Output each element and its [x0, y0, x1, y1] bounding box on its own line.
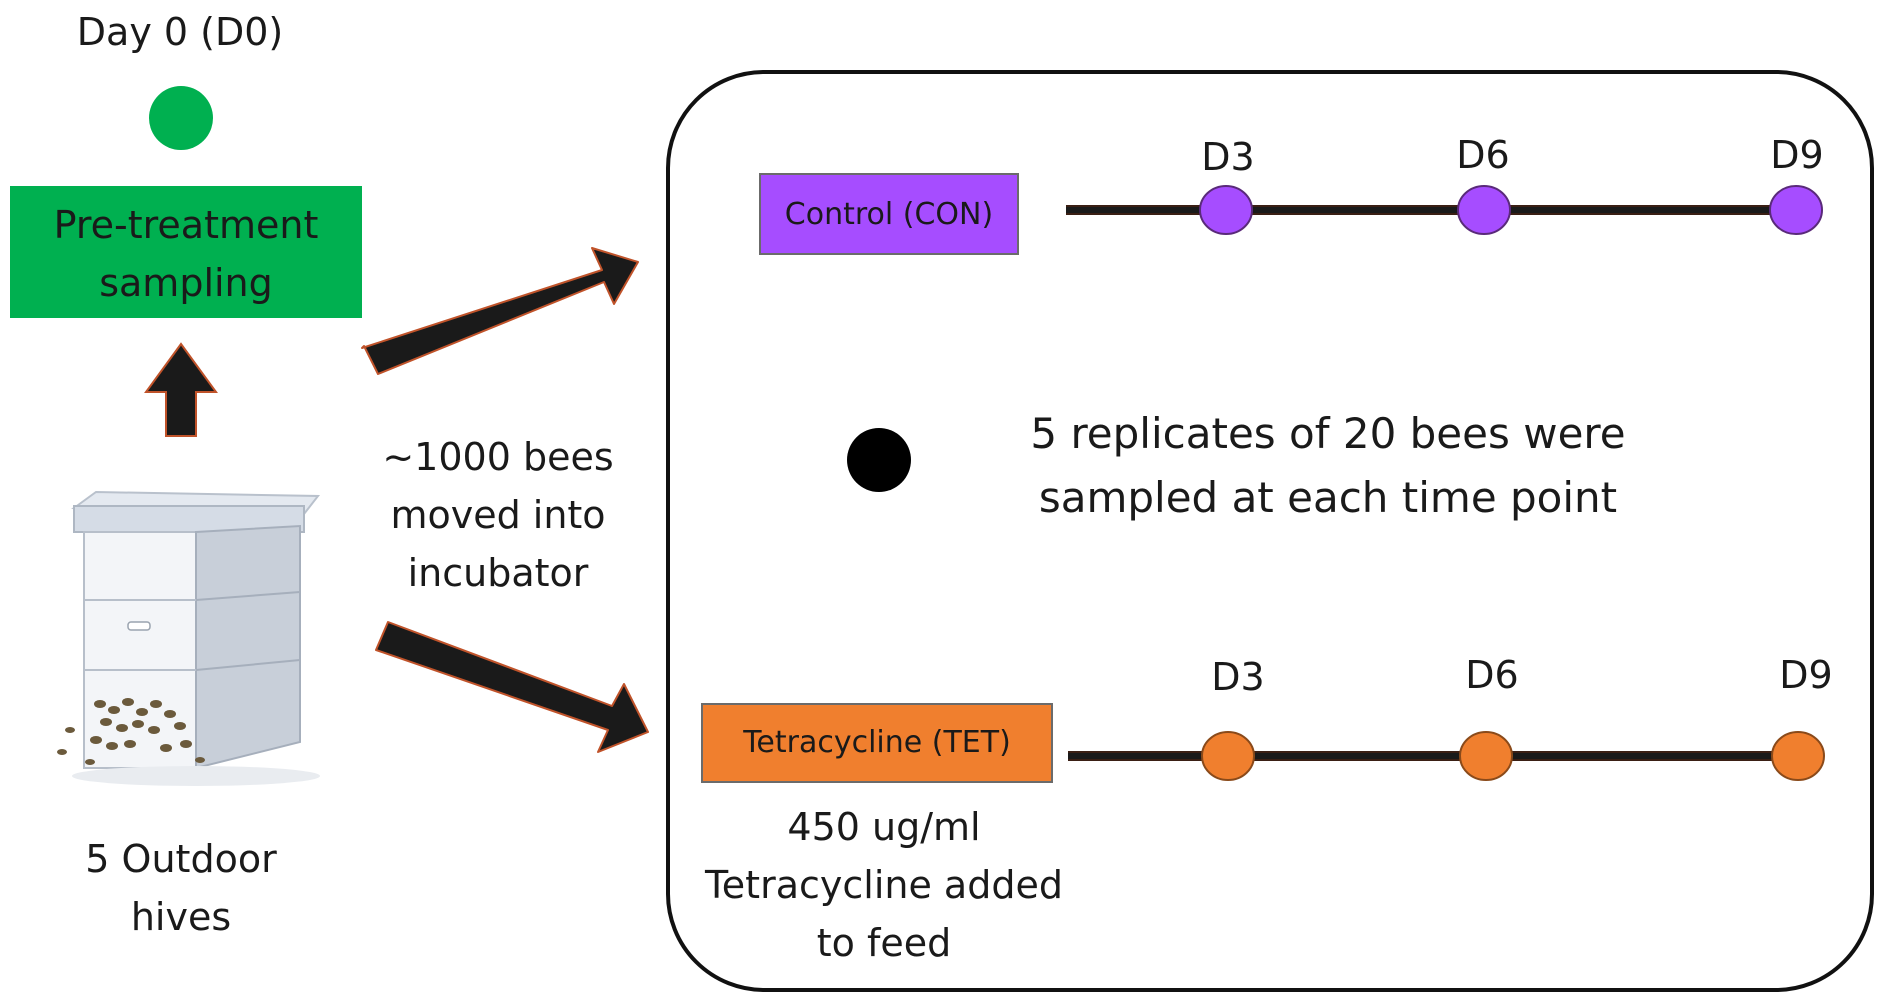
transfer-label-line2: moved into	[390, 493, 605, 537]
pretreatment-box: Pre-treatment sampling	[10, 186, 362, 318]
hives-label-line1: 5 Outdoor	[85, 837, 277, 881]
hives-label-line2: hives	[131, 895, 231, 939]
control-timepoint-d3-label: D3	[1201, 135, 1254, 179]
replicates-line2: sampled at each time point	[1039, 473, 1617, 522]
arrow-to-control	[361, 247, 639, 375]
pretreatment-label-line1: Pre-treatment	[54, 203, 319, 247]
transfer-label-line1: ~1000 bees	[382, 435, 613, 479]
bullet-dot	[847, 428, 911, 492]
control-timeline: D3 D6 D9	[1066, 133, 1824, 235]
control-label: Control (CON)	[785, 197, 993, 232]
control-box: Control (CON)	[759, 173, 1019, 255]
treatment-label: Tetracycline (TET)	[742, 725, 1011, 760]
treatment-box: Tetracycline (TET)	[701, 703, 1053, 783]
treatment-timepoint-d9-marker	[1771, 731, 1825, 781]
arrow-to-treatment	[375, 621, 649, 753]
beehive-illustration	[57, 490, 321, 786]
treatment-timepoint-d6-marker	[1459, 731, 1513, 781]
day0-dot	[149, 86, 213, 150]
treatment-timeline: D3 D6 D9	[1068, 653, 1833, 781]
replicates-line1: 5 replicates of 20 bees were	[1030, 409, 1625, 458]
up-arrow	[144, 342, 218, 437]
treatment-timepoint-d3-marker	[1201, 731, 1255, 781]
treatment-timepoint-d6-label: D6	[1465, 653, 1518, 697]
day0-label: Day 0 (D0)	[77, 10, 283, 54]
treatment-timepoint-d9-label: D9	[1779, 653, 1832, 697]
transfer-label-line3: incubator	[408, 551, 589, 595]
treatment-note-line3: to feed	[817, 921, 951, 965]
treatment-note-line1: 450 ug/ml	[787, 805, 980, 849]
treatment-timepoint-d3-label: D3	[1211, 655, 1264, 699]
control-timepoint-d3-marker	[1199, 185, 1253, 235]
treatment-note-line2: Tetracycline added	[704, 863, 1063, 907]
pretreatment-label-line2: sampling	[99, 261, 273, 305]
control-timepoint-d6-label: D6	[1456, 133, 1509, 177]
control-timepoint-d9-label: D9	[1770, 133, 1823, 177]
control-timepoint-d6-marker	[1457, 185, 1511, 235]
control-timepoint-d9-marker	[1769, 185, 1823, 235]
